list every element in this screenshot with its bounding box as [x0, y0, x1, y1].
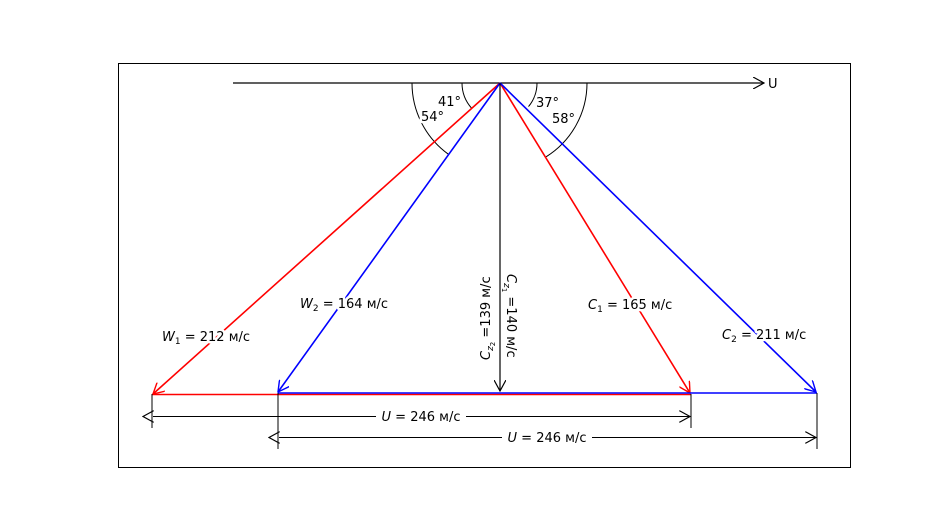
angle-label-58: 58°	[552, 112, 575, 127]
u-dim-1-bg	[376, 408, 466, 425]
u-dimension-text-2: U = 246 м/с	[508, 431, 587, 446]
angle-arc-54	[411, 82, 449, 155]
angle-arc-58	[545, 82, 588, 158]
angle-label-41: 41°	[438, 95, 461, 110]
c2-label: C2 = 211 м/с	[722, 328, 806, 345]
angle-label-54: 54°	[421, 110, 444, 125]
u-axis-label: U	[768, 77, 778, 92]
c1-vector	[499, 82, 690, 393]
angle-arc-41	[461, 82, 473, 109]
w1-label: W1 = 212 м/с	[162, 330, 250, 347]
angle-arc-37	[528, 82, 538, 107]
u-dimension-text-1: U = 246 м/с	[382, 410, 461, 425]
c2-vector	[499, 82, 816, 392]
angle-label-37: 37°	[536, 96, 559, 111]
cz2-label: Cz2 =139 м/с	[479, 276, 497, 360]
cz1-label: Cz1 =140 м/с	[500, 274, 518, 358]
diagram-frame	[118, 63, 851, 468]
w2-label: W2 = 164 м/с	[300, 297, 388, 314]
w2-vector	[278, 82, 501, 392]
u-dim-2-bg	[502, 429, 592, 446]
w1-vector	[153, 82, 501, 394]
c1-label: C1 = 165 м/с	[588, 298, 672, 315]
